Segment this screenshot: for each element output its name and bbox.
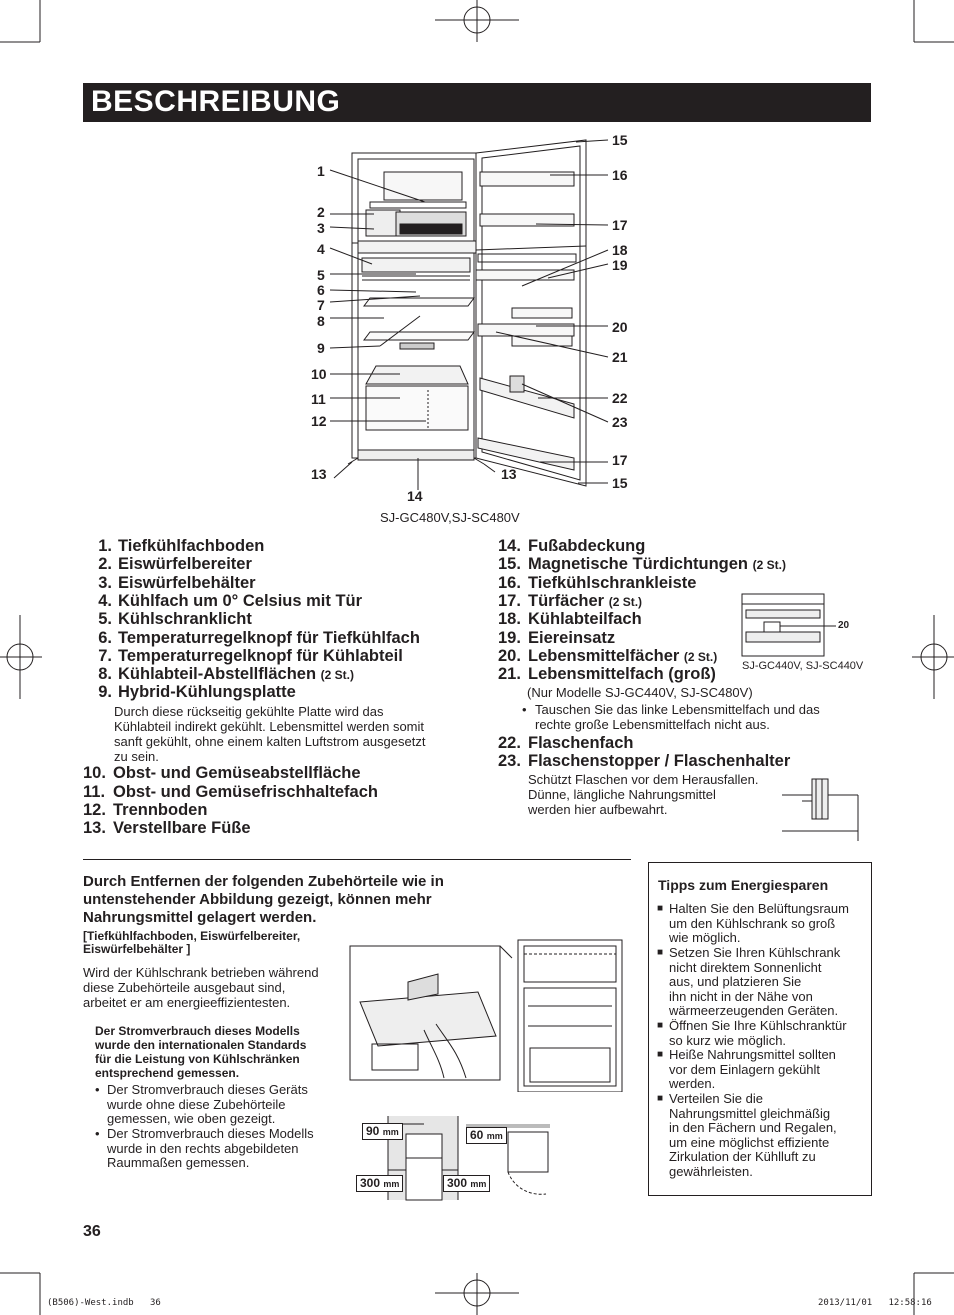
callout-22: 22 [612,390,628,406]
callout-4: 4 [317,241,325,257]
part-8: 8.Kühlabteil-Abstellflächen (2 St.) [98,665,354,683]
part-6: 6.Temperaturregelknopf für Tiefkühlfach [98,629,420,647]
energy-standard-note: Der Stromverbrauch dieses Modells wurde … [95,1024,307,1080]
part-23-note: Schützt Flaschen vor dem Herausfallen. D… [528,772,759,817]
accessory-removal-illustration [349,939,623,1092]
tips-title: Tipps zum Energiesparen [658,877,829,893]
part-19: 19.Eiereinsatz [498,629,616,647]
callout-3: 3 [317,220,325,236]
callout-2: 2 [317,204,325,220]
dim-right: 300 mm [443,1175,491,1192]
callout-13-left: 13 [311,466,327,482]
part-9: 9.Hybrid-Kühlungsplatte [98,683,296,701]
part-9-note: Durch diese rückseitig gekühlte Platte w… [114,704,426,764]
callout-13-right: 13 [501,466,517,482]
page-title: BESCHREIBUNG [91,85,341,118]
part-18: 18.Kühlabteilfach [498,610,642,628]
energy-intro: Wird der Kühlschrank betrieben während d… [83,965,319,1010]
energy-heading: Durch Entfernen der folgenden Zubehörtei… [83,873,444,926]
part-16: 16.Tiefkühlschrankleiste [498,574,697,592]
callout-19: 19 [612,257,628,273]
callout-12: 12 [311,413,327,429]
fridge-illustration [329,139,609,490]
callout-5: 5 [317,267,325,283]
part-10: 10.Obst- und Gemüseabstellfläche [83,764,361,782]
callout-17-top: 17 [612,217,628,233]
part-21-bullet: •Tauschen Sie das linke Lebensmittelfach… [522,702,820,717]
dim-left: 300 mm [356,1175,404,1192]
part-7: 7.Temperaturregelknopf für Kühlabteil [98,647,403,665]
callout-6: 6 [317,282,325,298]
dim-door: 60 mm [466,1127,507,1144]
callout-21: 21 [612,349,628,365]
callout-7: 7 [317,297,325,313]
energy-subheading: [Tiefkühlfachboden, Eiswürfelbereiter, E… [83,929,301,956]
part-21-note: (Nur Modelle SJ-GC440V, SJ-SC480V) [527,685,753,700]
part-22: 22.Flaschenfach [498,734,634,752]
callout-11: 11 [311,391,326,407]
callout-23: 23 [612,414,628,430]
inset-caption: SJ-GC440V, SJ-SC440V [742,660,864,672]
callout-15-top: 15 [612,132,628,148]
part-21: 21.Lebensmittelfach (groß) [498,665,716,683]
title-banner: BESCHREIBUNG [83,83,871,122]
callout-17-bottom: 17 [612,452,628,468]
part-11: 11.Obst- und Gemüsefrischhaltefach [83,783,378,801]
bottle-stopper-illustration [782,778,859,841]
part-13: 13.Verstellbare Füße [83,819,251,837]
part-5: 5.Kühlschranklicht [98,610,252,628]
print-slug-left: (B506)-West.indb 36 [47,1298,161,1308]
callout-14: 14 [407,488,423,504]
callout-20: 20 [612,319,628,335]
fridge-diagram: 1 2 3 4 5 6 7 8 9 10 11 12 13 13 14 15 1… [300,128,660,525]
callout-1: 1 [317,163,325,179]
part-14: 14.Fußabdeckung [498,537,646,555]
callout-10: 10 [311,366,327,382]
energy-tips-box: Tipps zum Energiesparen ■Halten Sie den … [648,862,872,1196]
part-1: 1.Tiefkühlfachboden [98,537,265,555]
callout-15-bottom: 15 [612,475,628,491]
part-12: 12.Trennboden [83,801,208,819]
part-3: 3.Eiswürfelbehälter [98,574,256,592]
part-17: 17.Türfächer (2 St.) [498,592,643,610]
dim-top: 90 mm [362,1123,403,1140]
part-20: 20.Lebensmittelfächer (2 St.) [498,647,718,665]
callout-18: 18 [612,242,628,258]
print-slug-right: 2013/11/01 12:58:16 [818,1298,932,1308]
model-caption: SJ-GC480V,SJ-SC480V [380,510,520,525]
callout-8: 8 [317,313,325,329]
part-21-bullet-cont: rechte große Lebensmittelfach nicht aus. [535,717,770,732]
part-2: 2.Eiswürfelbereiter [98,555,252,573]
page-number: 36 [83,1223,101,1240]
part-15: 15.Magnetische Türdichtungen (2 St.) [498,555,786,573]
part-23: 23.Flaschenstopper / Flaschenhalter [498,752,791,770]
section-divider [83,859,631,860]
part-4: 4.Kühlfach um 0° Celsius mit Tür [98,592,363,610]
callout-16: 16 [612,167,628,183]
inset-callout-20: 20 [838,620,850,631]
callout-9: 9 [317,340,325,356]
inset-food-shelf-illustration [741,593,836,657]
